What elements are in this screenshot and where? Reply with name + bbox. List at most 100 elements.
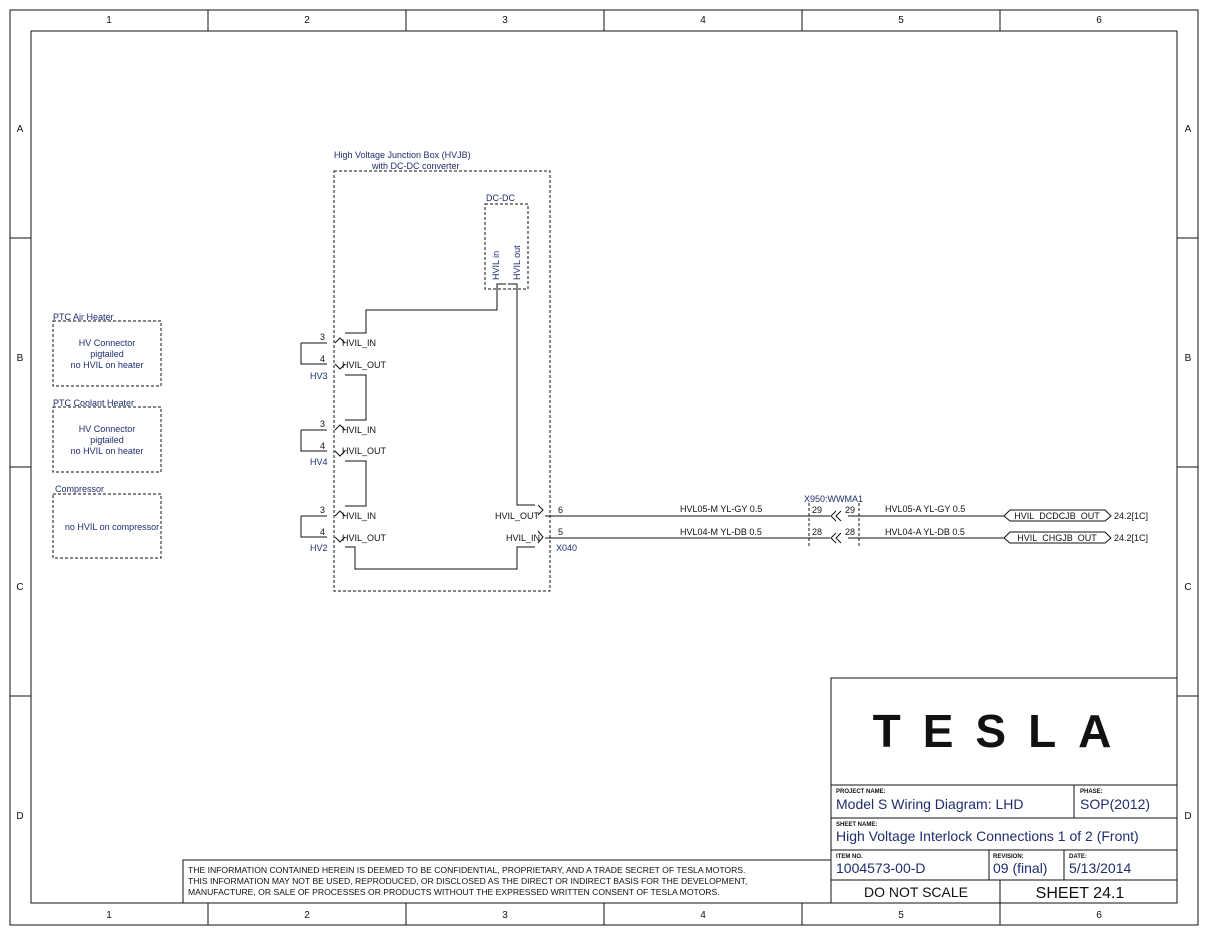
wire-label: HVL04-A YL-DB 0.5 <box>885 527 965 537</box>
pin-number: 4 <box>320 527 325 537</box>
column-label: 3 <box>502 910 508 921</box>
row-labels-left: A B C D <box>16 124 23 822</box>
dcdc-title: DC-DC <box>486 193 515 203</box>
component-title: Compressor <box>55 484 104 494</box>
field-label: SHEET NAME: <box>836 822 877 828</box>
column-labels-top: 1 2 3 4 5 6 <box>106 15 1102 26</box>
offpage-ref: 24.2[1C] <box>1114 533 1148 543</box>
hvjb-title: High Voltage Junction Box (HVJB) <box>334 150 471 160</box>
column-label: 1 <box>106 910 112 921</box>
component-note: HV Connector <box>79 338 136 348</box>
field-label: REVISION: <box>993 854 1024 860</box>
pin-number: 4 <box>320 354 325 364</box>
component-note: no HVIL on compressor <box>65 522 159 532</box>
pin-number: 3 <box>320 332 325 342</box>
pin-number: 29 <box>845 505 855 515</box>
pin-label: HVIL_IN <box>342 338 376 348</box>
notice-line: THE INFORMATION CONTAINED HEREIN IS DEEM… <box>188 865 745 875</box>
column-label: 5 <box>898 910 904 921</box>
revision-value: 09 (final) <box>993 860 1047 876</box>
dcdc-pin-label: HVIL in <box>491 251 501 280</box>
column-label: 4 <box>700 910 706 921</box>
pin-label: HVIL_IN <box>342 425 376 435</box>
connector-hv4: 3 4 HV4 HVIL_IN HVIL_OUT <box>300 419 387 467</box>
pin-number: 6 <box>558 505 563 515</box>
notice-line: MANUFACTURE, OR SALE OF PROCESSES OR PRO… <box>188 887 720 897</box>
pin-label: HVIL_IN <box>506 533 540 543</box>
drawing-frame <box>9 9 1199 926</box>
hvjb-internal-wiring <box>345 283 535 570</box>
pin-number: 28 <box>845 527 855 537</box>
pin-number: 3 <box>320 419 325 429</box>
phase-value: SOP(2012) <box>1080 796 1150 812</box>
pin-label: HVIL_OUT <box>495 511 540 521</box>
row-label: A <box>1185 124 1192 135</box>
external-wires: HVL05-M YL-GY 0.5 HVL04-M YL-DB 0.5 HVL0… <box>545 504 1004 539</box>
row-label: D <box>1184 811 1191 822</box>
hvjb-box: High Voltage Junction Box (HVJB) with DC… <box>333 150 551 592</box>
offpage-ref-dcdcjb: HVIL_DCDCJB_OUT 24.2[1C] <box>1003 509 1148 522</box>
title-block: TESLA PROJECT NAME: Model S Wiring Diagr… <box>830 677 1178 904</box>
column-label: 5 <box>898 15 904 26</box>
pin-number: 4 <box>320 441 325 451</box>
pin-number: 3 <box>320 505 325 515</box>
component-note: pigtailed <box>90 435 124 445</box>
pin-label: HVIL_OUT <box>342 446 387 456</box>
column-label: 4 <box>700 15 706 26</box>
column-label: 3 <box>502 15 508 26</box>
component-note: no HVIL on heater <box>71 360 144 370</box>
column-label: 6 <box>1096 15 1102 26</box>
field-label: PHASE: <box>1080 789 1103 795</box>
connector-id: HV4 <box>310 457 328 467</box>
component-note: pigtailed <box>90 349 124 359</box>
row-label: B <box>1185 353 1192 364</box>
column-label: 2 <box>304 910 310 921</box>
tesla-logo: TESLA <box>873 705 1134 757</box>
inline-connector-x950: X950:WWMA1 29 29 28 28 <box>804 494 863 548</box>
confidentiality-notice: THE INFORMATION CONTAINED HEREIN IS DEEM… <box>182 859 832 904</box>
sheet-name: High Voltage Interlock Connections 1 of … <box>836 828 1139 844</box>
dcdc-box: DC-DC HVIL in HVIL out <box>484 193 529 290</box>
pin-label: HVIL_OUT <box>342 360 387 370</box>
pin-number: 29 <box>812 505 822 515</box>
dcdc-pin-label: HVIL out <box>512 245 522 280</box>
offpage-name: HVIL_CHGJB_OUT <box>1017 533 1097 543</box>
row-label: A <box>17 124 24 135</box>
pin-label: HVIL_IN <box>342 511 376 521</box>
row-label: C <box>1184 582 1191 593</box>
connector-x040: HVIL_OUT HVIL_IN 6 5 X040 <box>495 504 577 553</box>
row-label: B <box>17 353 24 364</box>
offpage-name: HVIL_DCDCJB_OUT <box>1014 511 1100 521</box>
ptc-coolant-heater: PTC Coolant Heater HV Connector pigtaile… <box>52 398 162 473</box>
pin-number: 28 <box>812 527 822 537</box>
pin-label: HVIL_OUT <box>342 533 387 543</box>
connector-hv3: 3 4 HV3 HVIL_IN HVIL_OUT <box>300 332 387 381</box>
component-note: no HVIL on heater <box>71 446 144 456</box>
row-label: C <box>16 582 23 593</box>
row-label: D <box>16 811 23 822</box>
field-label: ITEM NO. <box>836 854 863 860</box>
connector-id: X040 <box>556 543 577 553</box>
offpage-ref: 24.2[1C] <box>1114 511 1148 521</box>
wire-label: HVL04-M YL-DB 0.5 <box>680 527 762 537</box>
connector-hv2: 3 4 HV2 HVIL_IN HVIL_OUT <box>300 505 387 553</box>
component-note: HV Connector <box>79 424 136 434</box>
compressor: Compressor no HVIL on compressor <box>52 484 162 559</box>
wire-label: HVL05-M YL-GY 0.5 <box>680 504 762 514</box>
column-labels-bottom: 1 2 3 4 5 6 <box>106 910 1102 921</box>
hvjb-subtitle: with DC-DC converter <box>371 161 460 171</box>
connector-id: HV2 <box>310 543 328 553</box>
field-label: DATE: <box>1069 854 1087 860</box>
row-labels-right: A B C D <box>1184 124 1191 822</box>
date-value: 5/13/2014 <box>1069 860 1131 876</box>
field-label: PROJECT NAME: <box>836 789 886 795</box>
offpage-ref-chgjb: HVIL_CHGJB_OUT 24.2[1C] <box>1003 531 1148 544</box>
project-name: Model S Wiring Diagram: LHD <box>836 796 1024 812</box>
ptc-air-heater: PTC Air Heater HV Connector pigtailed no… <box>52 312 162 387</box>
component-title: PTC Air Heater <box>53 312 114 322</box>
component-title: PTC Coolant Heater <box>53 398 134 408</box>
item-number: 1004573-00-D <box>836 860 926 876</box>
sheet-number: SHEET 24.1 <box>1036 885 1125 902</box>
pin-number: 5 <box>558 527 563 537</box>
